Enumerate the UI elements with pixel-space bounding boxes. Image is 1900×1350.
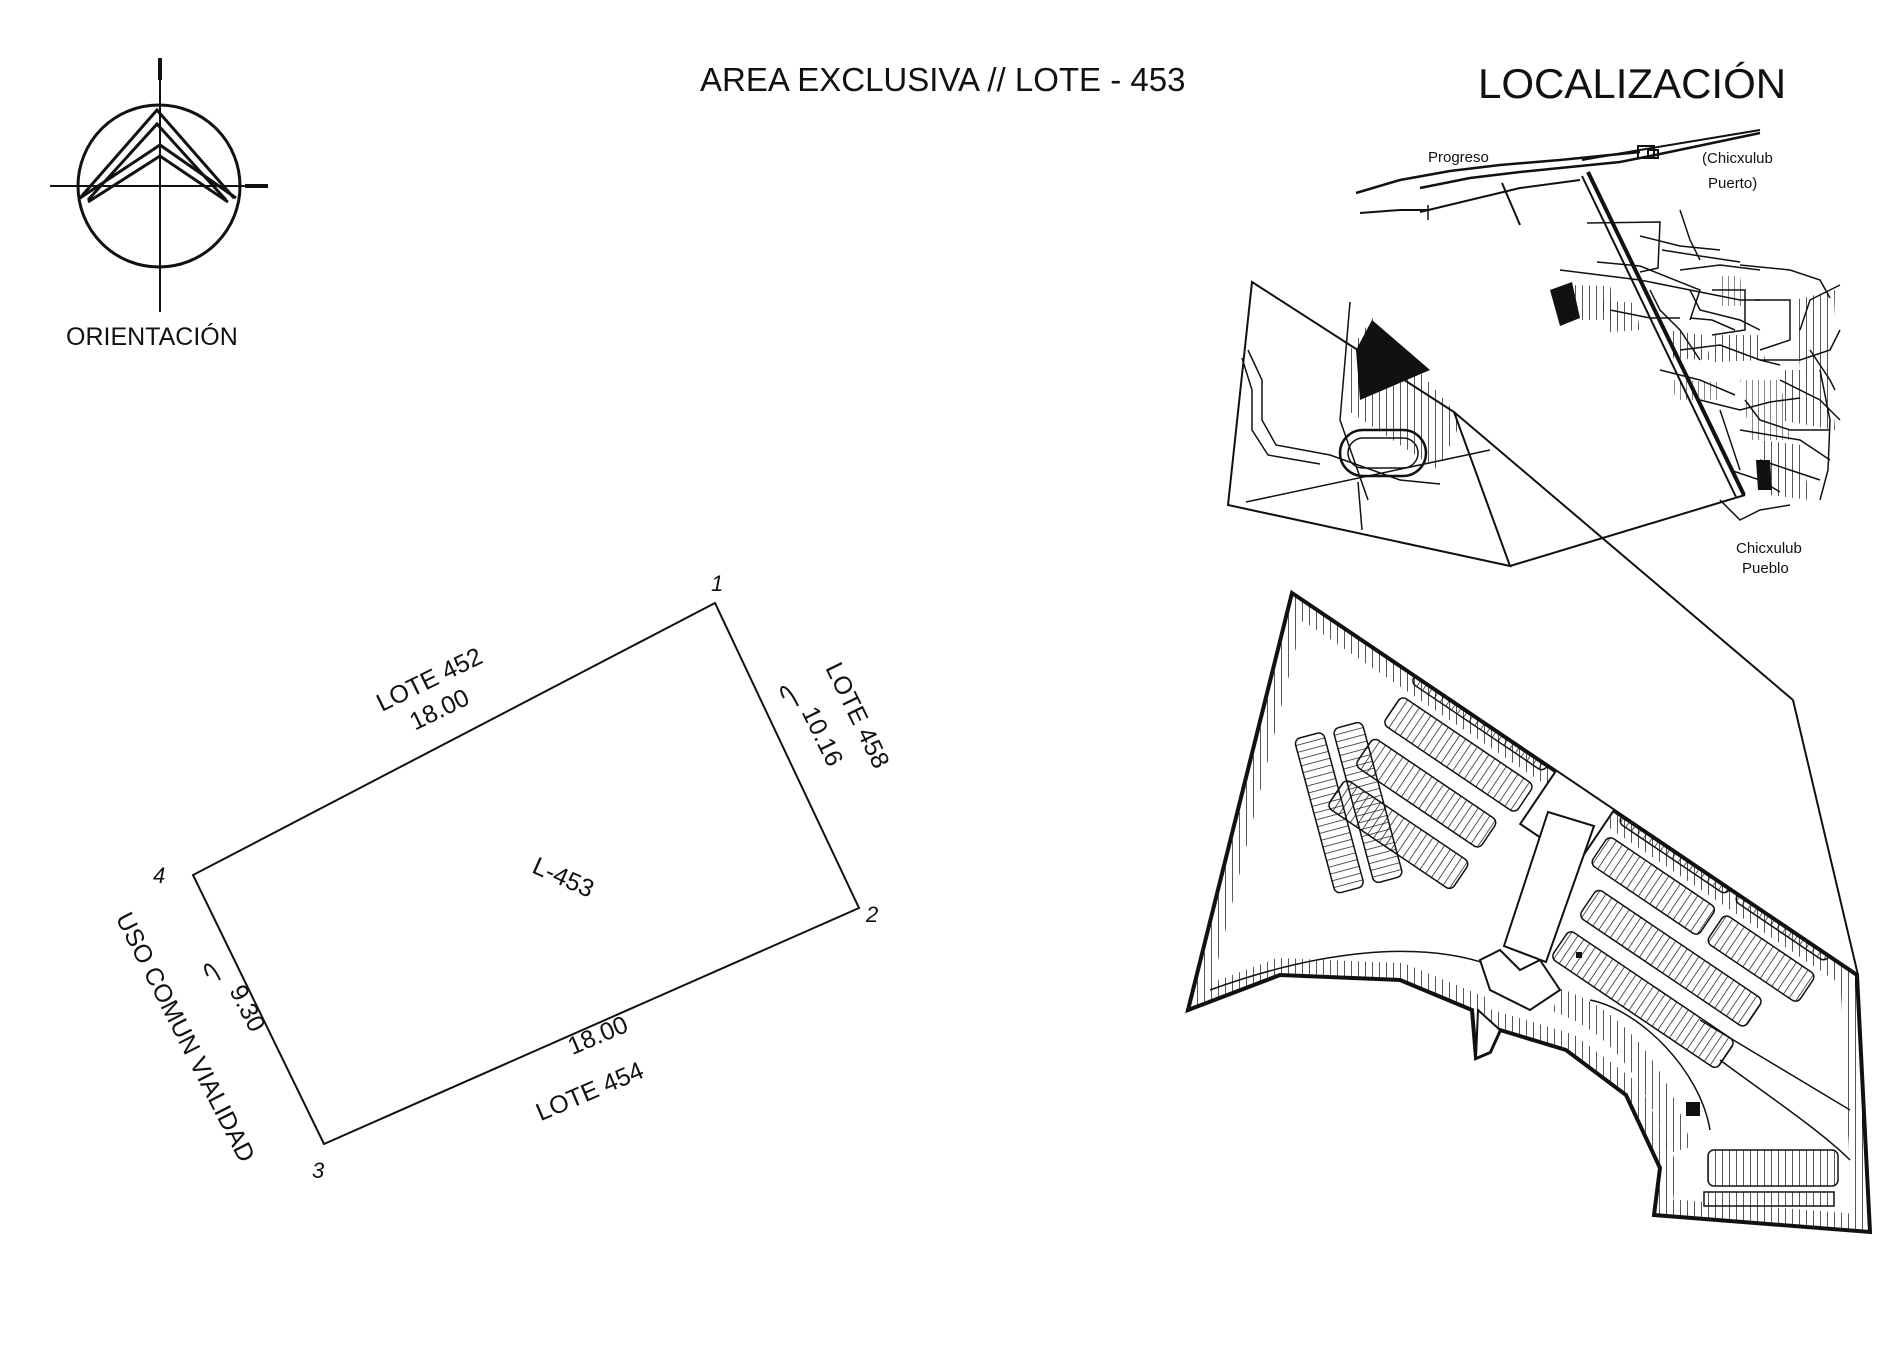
place-chicxulub-puerto-line2: Puerto) [1708,175,1757,192]
corner-2-label: 2 [865,902,878,927]
north-arrow-icon [50,58,268,312]
corner-4-label: 4 [153,863,165,888]
east-arc-symbol [780,686,799,707]
development-plan [1185,589,1873,1235]
west-neighbor-label: USO COMUN VIALIDAD [110,908,260,1167]
location-title: LOCALIZACIÓN [1478,60,1786,107]
lot-id: L-453 [528,852,598,904]
orientation-label: ORIENTACIÓN [66,322,238,351]
corner-3-label: 3 [312,1158,325,1183]
place-chicxulub-puerto-line1: (Chicxulub [1702,150,1773,167]
place-progreso: Progreso [1428,149,1489,166]
page-title: AREA EXCLUSIVA // LOTE - 453 [700,61,1185,98]
place-chicxulub-pueblo-line2: Pueblo [1742,560,1789,577]
south-length-label: 18.00 [564,1011,633,1061]
corner-1-label: 1 [711,571,723,596]
west-length-label: 9.30 [224,980,271,1036]
place-chicxulub-pueblo-line1: Chicxulub [1736,540,1802,557]
coast-line [1419,131,1761,190]
west-arc-symbol [204,963,221,981]
lot-outline [191,601,861,1146]
south-neighbor-label: LOTE 454 [532,1056,648,1126]
location-map: Progreso (Chicxulub Puerto) Chicxulub Pu… [1185,129,1873,1235]
